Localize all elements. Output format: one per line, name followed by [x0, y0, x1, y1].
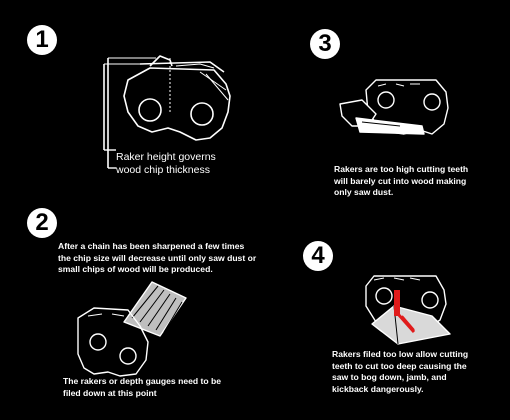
step-4-badge: 4: [303, 241, 333, 271]
step-4-caption: Rakers filed too low allow cutting teeth…: [332, 349, 469, 394]
step-2-caption: After a chain has been sharpened a few t…: [58, 241, 257, 274]
step-2-badge: 2: [27, 208, 57, 238]
step-1-chain-illustration: [103, 55, 231, 169]
step-2-caption-bottom: The rakers or depth gauges need to be fi…: [63, 376, 222, 398]
step-1-badge: 1: [27, 25, 57, 55]
step-3-chain-illustration: [339, 79, 449, 135]
step-3-caption: Rakers are too high cutting teeth will b…: [334, 164, 469, 197]
step-4-chain-illustration: [365, 275, 451, 345]
step-3-badge: 3: [310, 29, 340, 59]
step-1-caption: Raker height governs wood chip thickness: [116, 151, 216, 176]
step-4-red-arrow: [394, 290, 416, 333]
step-2-chain-illustration: [77, 281, 187, 377]
